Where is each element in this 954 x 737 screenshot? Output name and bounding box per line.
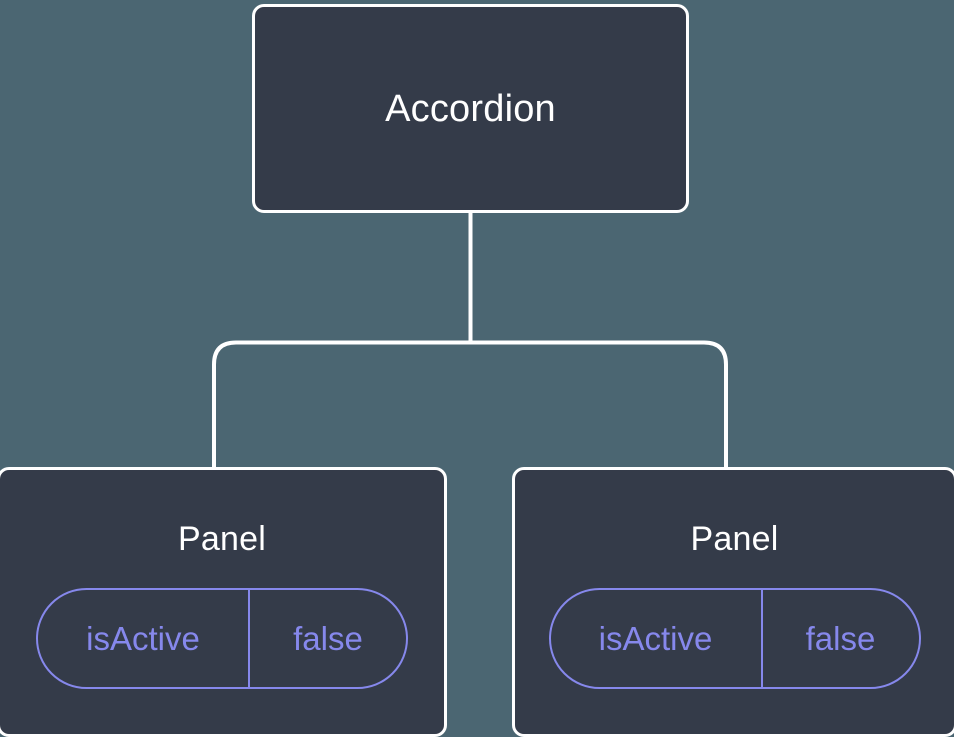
connector-branch-right (470, 340, 728, 470)
prop-key-left: isActive (38, 590, 250, 687)
node-panel-left[interactable]: Panel isActive false (0, 467, 447, 737)
prop-value-left: false (293, 620, 363, 657)
connector-branch-left (212, 340, 471, 470)
prop-value-right: false (805, 620, 876, 657)
node-panel-right[interactable]: Panel isActive false (512, 467, 954, 737)
prop-key-right: isActive (551, 590, 763, 687)
node-accordion-label: Accordion (385, 87, 556, 130)
node-accordion[interactable]: Accordion (252, 4, 689, 213)
node-panel-left-label: Panel (178, 520, 266, 558)
prop-pill-left[interactable]: isActive false (36, 588, 408, 689)
node-panel-right-label: Panel (690, 520, 779, 558)
prop-pill-right[interactable]: isActive false (548, 588, 921, 689)
